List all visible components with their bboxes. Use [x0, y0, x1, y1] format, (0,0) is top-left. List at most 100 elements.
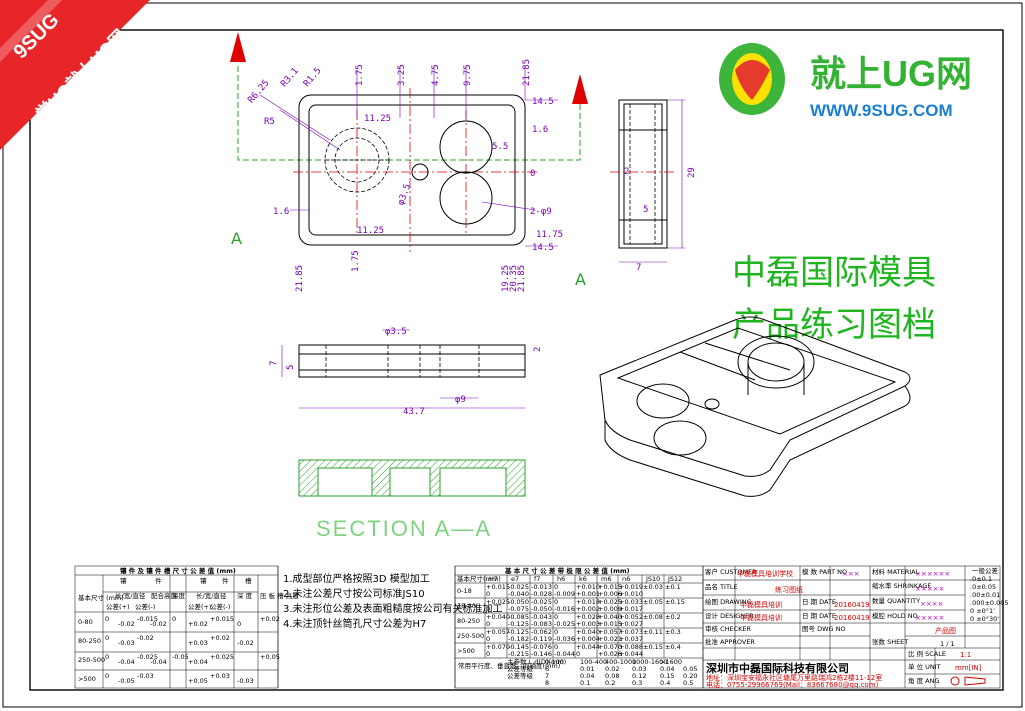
dim-front-437: 43.7	[403, 407, 425, 417]
tol-right-col: JS10	[645, 575, 660, 583]
table-cell: 0	[576, 650, 580, 658]
table-cell: -0.04	[150, 658, 167, 666]
tb-partno-label: 模 数 PART NO	[802, 567, 847, 576]
table-cell: +0.088	[619, 643, 643, 651]
note-1: 1.成型部位严格按照3D 模型加工	[283, 572, 430, 585]
inner-border	[29, 29, 1004, 691]
table-cell: 0.02	[605, 665, 619, 673]
dim-r5: R5	[264, 117, 275, 127]
tb-date-label1: 日 期 DATE	[802, 598, 836, 606]
table-cell: 主参数 L,d(D)(mm)	[507, 657, 566, 666]
tol-left-group1: 镶	[120, 576, 127, 585]
table-cell: +0.033	[619, 598, 643, 606]
tb-quantity-label: 数量 QUANTITY	[872, 596, 920, 605]
table-cell: -0.013	[531, 583, 552, 591]
table-cell: -0.025	[508, 583, 529, 591]
table-row-range: 250-500	[457, 632, 484, 640]
table-cell: 0.15	[660, 672, 674, 680]
table-cell: 公差等级	[507, 671, 534, 680]
table-cell: 0	[554, 598, 558, 606]
tb-scale-label: 比 例 SCALE	[908, 649, 946, 658]
table-cell: +0.003	[576, 620, 600, 628]
promo-line2: 产品练习图档	[732, 306, 936, 344]
tb-approver-label: 批准 APPROVER	[705, 637, 755, 646]
dim-1125-top: 11.25	[364, 114, 391, 124]
table-cell: +0.03	[210, 672, 230, 680]
table-cell: +0.05	[260, 653, 280, 661]
dim-rb-2185: 21.85	[517, 265, 527, 292]
table-row-range: 18-80	[457, 602, 476, 610]
tb-hold: ×××××	[915, 614, 944, 622]
tb-unit-label: 单 位 UNIT	[908, 662, 941, 671]
table-cell: +0.006	[598, 590, 622, 598]
logo: 就上UG网 WWW.9SUG.COM	[719, 43, 972, 120]
table-cell: 0	[486, 590, 490, 598]
dim-bot-2185: 21.85	[295, 265, 305, 292]
dim-front-phi9: φ9	[455, 395, 466, 405]
table-cell: 0	[486, 605, 490, 613]
front-view: φ3.5 2 7 5 43.7 φ9	[269, 327, 543, 417]
table-cell: 0	[486, 650, 490, 658]
table-cell: 0	[554, 643, 558, 651]
title-block: 客户 CUSTOMER 中磊模具培训学校 模 数 PART NO ××× 品名 …	[702, 565, 1009, 689]
tol-right-title: 基 本 尺 寸 公 差 带 极 限 公 差 值 (mm)	[504, 566, 630, 575]
table-cell: +0.040	[598, 613, 622, 621]
table-cell: -0.015	[137, 615, 158, 623]
table-cell: +0.002	[576, 605, 600, 613]
table-cell: -0.085	[508, 613, 529, 621]
table-cell: +0.026	[598, 650, 622, 658]
dim-16-left: 1.6	[273, 207, 289, 217]
note-4: 4.未注顶针丝筒孔尺寸公差为H7	[283, 617, 426, 630]
table-cell: -0.146	[531, 650, 552, 658]
tol-right-col: f7	[534, 575, 540, 583]
table-row-range: 250-500	[78, 656, 105, 664]
tb-unit: mm[IN]	[955, 664, 982, 672]
table-cell: +0.025	[210, 653, 234, 661]
dim-bot-175: 1.75	[351, 250, 361, 272]
table-cell: +0.010	[576, 583, 600, 591]
table-cell: 0-100	[545, 658, 564, 666]
tb-date-label2: 日 期 DATE	[802, 612, 836, 620]
tol-left-sub1: 长/宽/直径	[115, 591, 146, 600]
table-cell: 0.04	[660, 665, 674, 673]
section-view: SECTION A—A	[298, 459, 526, 541]
dim-top-975: 9.75	[463, 64, 473, 86]
dim-side-29: 29	[687, 167, 697, 178]
table-cell: 0.12	[632, 672, 646, 680]
promo-line1: 中磊国际模具	[732, 254, 936, 292]
table-cell: +0.044	[619, 650, 643, 658]
table-cell: -0.050	[531, 605, 552, 613]
table-cell: -0.036	[554, 635, 575, 643]
tol-left-sub4: 长/宽/直径	[196, 591, 227, 600]
table-cell: +0.057	[598, 628, 622, 636]
tol-left-sub5: 深 度	[237, 591, 253, 600]
arrow-a-left-icon	[230, 32, 246, 62]
table-cell: 0.20	[683, 672, 697, 680]
table-cell: -0.03	[137, 672, 154, 680]
tol-left-group5: 槽	[245, 576, 252, 585]
tol-left-sub3: 深度	[172, 591, 186, 600]
table-cell: -0.02	[237, 639, 254, 647]
dim-top-175: 1.75	[355, 64, 365, 86]
dim-top-475: 4.75	[431, 64, 441, 86]
table-cell: +0.037	[619, 635, 643, 643]
dim-16-right: 1.6	[532, 125, 548, 135]
table-cell: -0.040	[508, 590, 529, 598]
tol-right-col: e7	[511, 575, 519, 583]
table-cell: +0.004	[576, 635, 600, 643]
dim-front-phi35: φ3.5	[385, 327, 407, 337]
tol-left-group2: 件	[155, 576, 162, 585]
table-cell: -0.119	[531, 635, 552, 643]
general-tol-item: 0 ±0°30'	[970, 615, 999, 623]
tb-date2: 20160419	[834, 614, 870, 622]
tb-sheet: 1 / 1	[940, 640, 955, 648]
tb-material-label: 材料 MATERIAL	[872, 567, 920, 576]
table-cell: ±0.2	[665, 613, 681, 621]
table-cell: -0.04	[118, 658, 135, 666]
projection-symbol-icon	[950, 676, 986, 686]
tol-left-ss1: 公差(+)	[106, 602, 130, 611]
table-cell: -0.044	[554, 650, 575, 658]
dim-0-right: 0	[530, 169, 535, 179]
